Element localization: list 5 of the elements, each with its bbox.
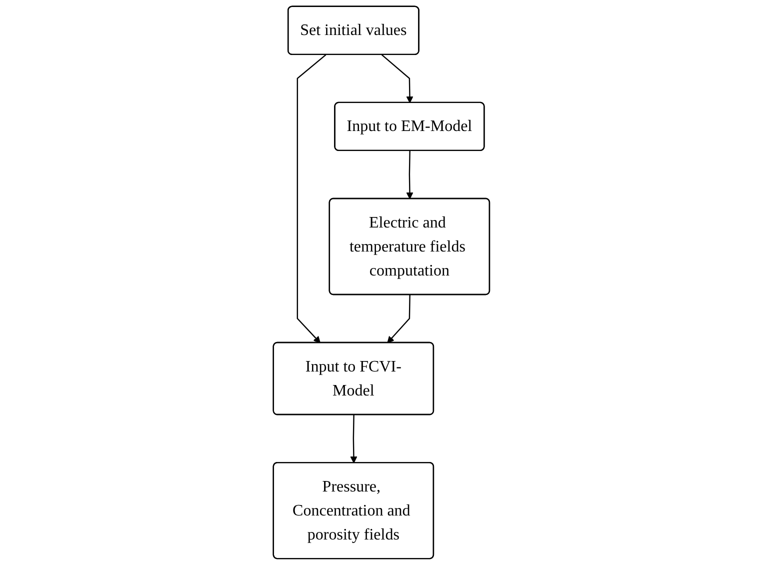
arrow: [387, 294, 410, 344]
arrow: [350, 414, 358, 464]
arrow: [296, 54, 326, 344]
arrow: [382, 54, 414, 104]
arrow: [406, 150, 414, 200]
